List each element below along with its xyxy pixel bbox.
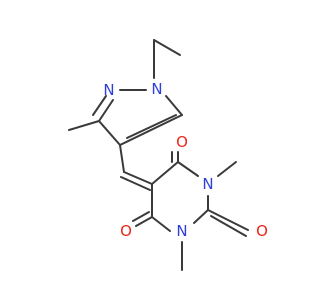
bond-ch-c5-a [123,171,153,185]
atom-o-right: O [256,222,268,240]
bond-c6-n1 [177,161,199,177]
bond-c5-c6 [151,161,179,185]
bond-c2-o-b [210,215,247,237]
bond-c4-c5-a [119,114,183,146]
atom-n-pyrazole-2: N [103,81,114,99]
bond-c4-ch [119,144,125,173]
atom-o-top: O [176,133,188,151]
bond-c3-c4 [98,120,121,146]
atom-o-left: O [120,222,132,240]
bond-n1-methyl [217,161,237,177]
molecule-structure: N N O N O N O [68,39,268,271]
atom-n-pyrimidine-3: N [176,222,187,240]
bond-group [68,39,249,271]
bond-c4-o-b [132,211,150,222]
bond-ch-c5-b [120,176,151,191]
bond-n2-c3-a [98,99,114,122]
bond-c4-o-a [135,216,153,227]
bond-n2-c3-b [92,95,107,116]
bond-c4-c5-b [126,114,177,139]
bond-c2-n3 [193,209,209,224]
bond-c2-o-a [207,209,249,231]
bond-c3-methyl [68,120,100,131]
bond-ethyl-ch3 [153,39,181,56]
atom-n-pyrazole-1: N [151,80,162,98]
atom-label-group: N N O N O N O [103,80,268,240]
bond-n1-c5 [165,95,183,116]
bond-n3-c4 [151,216,171,232]
atom-n-pyrimidine-1: N [202,175,213,193]
